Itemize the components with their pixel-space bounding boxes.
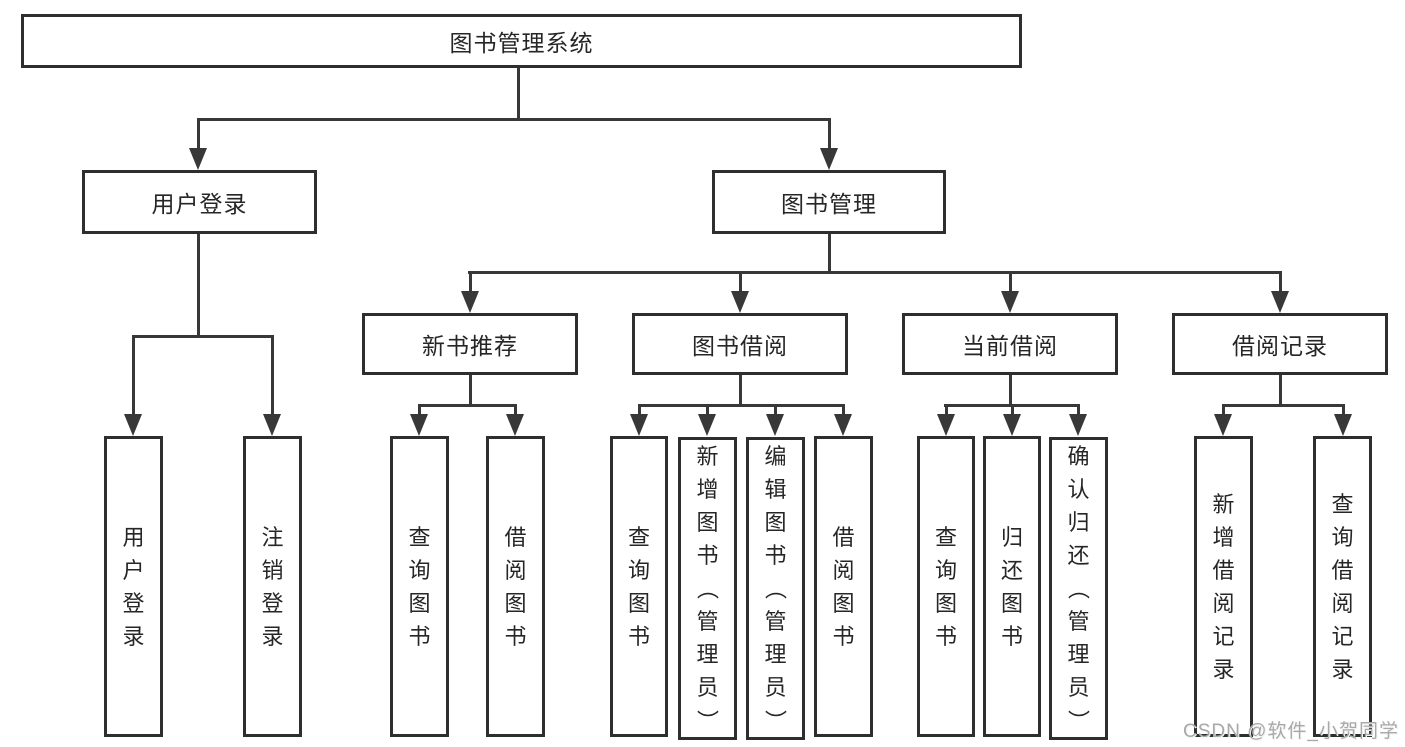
arrowhead-down-icon [1069, 414, 1087, 436]
connector-vline [1222, 404, 1225, 416]
arrowhead-down-icon [461, 291, 479, 313]
leaf-borrow-books-label: 借阅图书 [832, 524, 855, 649]
arrowhead-down-icon [731, 291, 749, 313]
node-book-management-label: 图书管理 [781, 191, 877, 217]
leaf-return-books-label: 归还图书 [1000, 524, 1023, 649]
leaf-current-query-books-label: 查询图书 [934, 524, 957, 649]
arrowhead-down-icon [834, 414, 852, 436]
node-book-management: 图书管理 [712, 170, 946, 234]
node-new-book-recommend-label: 新书推荐 [422, 333, 518, 359]
node-borrow-records-label: 借阅记录 [1232, 333, 1328, 359]
arrowhead-down-icon [630, 414, 648, 436]
arrowhead-down-icon [263, 414, 281, 436]
connector-vline [1342, 404, 1345, 416]
connector-vline [1009, 375, 1012, 406]
connector-hline [1222, 404, 1344, 407]
connector-vline [271, 335, 274, 416]
connector-hline [197, 118, 831, 121]
connector-hline [638, 404, 845, 407]
connector-vline [1011, 404, 1014, 416]
leaf-return-books: 归还图书 [983, 436, 1041, 737]
leaf-add-borrow-record: 新增借阅记录 [1194, 436, 1253, 737]
leaf-logout-login: 注销登录 [243, 436, 302, 737]
connector-vline [197, 234, 200, 337]
arrowhead-down-icon [937, 414, 955, 436]
connector-vline [1279, 375, 1282, 406]
csdn-watermark: CSDN @软件_小贺同学 [1183, 721, 1399, 742]
arrowhead-down-icon [1334, 414, 1352, 436]
node-root: 图书管理系统 [21, 14, 1022, 68]
arrowhead-down-icon [698, 414, 716, 436]
node-user-login-label: 用户登录 [151, 191, 248, 217]
connector-vline [739, 375, 742, 406]
arrowhead-down-icon [1271, 291, 1289, 313]
node-borrow-records: 借阅记录 [1172, 313, 1388, 375]
leaf-edit-books-admin-label: 编辑图书（管理员） [762, 444, 788, 732]
arrowhead-down-icon [124, 414, 142, 436]
node-current-borrow: 当前借阅 [902, 313, 1118, 375]
leaf-recommend-borrow-books: 借阅图书 [486, 436, 545, 737]
connector-vline [774, 404, 777, 416]
connector-vline [1279, 274, 1282, 294]
connector-vline [1077, 404, 1080, 416]
node-root-label: 图书管理系统 [449, 30, 594, 56]
connector-vline [706, 404, 709, 416]
connector-vline [469, 375, 472, 406]
leaf-add-books-admin-label: 新增图书（管理员） [694, 444, 720, 732]
leaf-recommend-query-books-label: 查询图书 [408, 524, 431, 649]
leaf-query-borrow-record: 查询借阅记录 [1313, 436, 1372, 737]
connector-vline [739, 274, 742, 294]
connector-hline [132, 335, 273, 338]
connector-vline [469, 274, 472, 294]
leaf-query-borrow-record-label: 查询借阅记录 [1331, 491, 1354, 682]
node-current-borrow-label: 当前借阅 [962, 333, 1058, 359]
arrowhead-down-icon [506, 414, 524, 436]
connector-vline [1009, 274, 1012, 294]
arrowhead-down-icon [410, 414, 428, 436]
node-user-login: 用户登录 [82, 170, 317, 234]
connector-vline [842, 404, 845, 416]
leaf-user-login: 用户登录 [104, 436, 163, 737]
leaf-recommend-borrow-books-label: 借阅图书 [504, 524, 527, 649]
connector-vline [514, 404, 517, 416]
leaf-recommend-query-books: 查询图书 [390, 436, 449, 737]
connector-vline [828, 118, 831, 150]
connector-hline [468, 271, 1282, 274]
arrowhead-down-icon [1001, 291, 1019, 313]
node-new-book-recommend: 新书推荐 [362, 313, 578, 375]
node-book-borrow: 图书借阅 [632, 313, 848, 375]
leaf-user-login-label: 用户登录 [122, 524, 145, 649]
node-book-borrow-label: 图书借阅 [692, 333, 788, 359]
leaf-borrow-query-books-label: 查询图书 [627, 524, 650, 649]
connector-vline [132, 335, 135, 416]
connector-vline [197, 118, 200, 150]
leaf-confirm-return-admin-label: 确认归还（管理员） [1065, 444, 1091, 732]
leaf-edit-books-admin: 编辑图书（管理员） [746, 437, 805, 740]
leaf-logout-login-label: 注销登录 [261, 524, 284, 649]
leaf-borrow-query-books: 查询图书 [610, 436, 668, 737]
connector-hline [418, 404, 517, 407]
connector-vline [638, 404, 641, 416]
arrowhead-down-icon [820, 148, 838, 170]
leaf-borrow-books: 借阅图书 [814, 436, 873, 737]
connector-vline [828, 234, 831, 274]
arrowhead-down-icon [1214, 414, 1232, 436]
connector-vline [945, 404, 948, 416]
leaf-add-borrow-record-label: 新增借阅记录 [1212, 491, 1235, 682]
arrowhead-down-icon [1003, 414, 1021, 436]
connector-vline [418, 404, 421, 416]
leaf-confirm-return-admin: 确认归还（管理员） [1049, 437, 1108, 740]
arrowhead-down-icon [766, 414, 784, 436]
connector-vline [517, 68, 520, 120]
leaf-current-query-books: 查询图书 [917, 436, 975, 737]
arrowhead-down-icon [189, 148, 207, 170]
leaf-add-books-admin: 新增图书（管理员） [678, 437, 737, 740]
